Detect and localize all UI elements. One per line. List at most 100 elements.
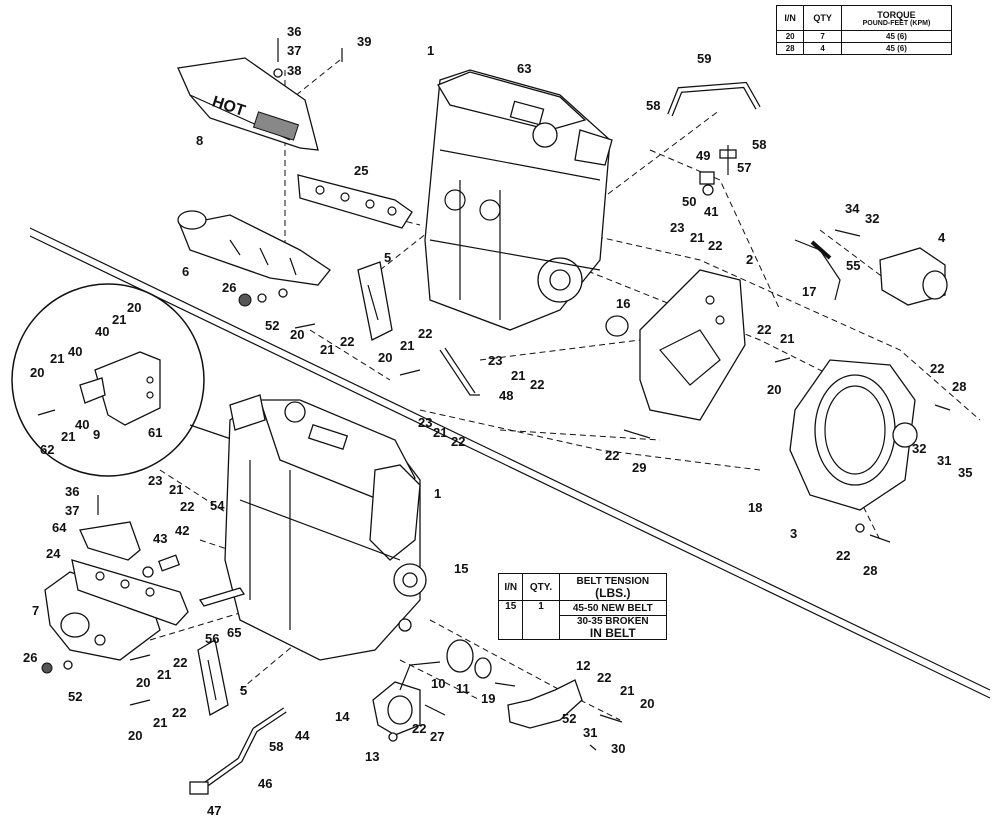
callout-label: 40	[95, 324, 109, 339]
callout-label: 21	[780, 331, 794, 346]
callout-label: 40	[75, 417, 89, 432]
torque-cell-value: 45 (6)	[840, 30, 953, 43]
belt-broken-line1: 30-35 BROKEN	[576, 616, 649, 627]
temperature-sensor	[142, 554, 181, 578]
callout-label: 21	[400, 338, 414, 353]
torque-header-main: TORQUE	[877, 9, 916, 20]
callout-label: 16	[616, 296, 630, 311]
torque-cell-value: 45 (6)	[840, 42, 953, 55]
callout-label: 3	[790, 526, 797, 541]
callout-label: 21	[620, 683, 634, 698]
callout-label: 28	[863, 563, 877, 578]
crank-pulley	[446, 639, 492, 679]
callout-label: 28	[952, 379, 966, 394]
oil-seal	[605, 315, 629, 337]
callout-label: 20	[30, 365, 44, 380]
callout-label: 29	[632, 460, 646, 475]
callout-label: 10	[431, 676, 445, 691]
engine-upper	[424, 69, 613, 331]
fasteners	[37, 38, 951, 751]
torque-spec-table: I/N QTY TORQUE POUND-FEET (KPM) 20 7 45 …	[775, 5, 953, 55]
belt-header-units: (LBS.)	[595, 585, 631, 600]
callout-label: 30	[611, 741, 625, 756]
mount-bracket-upper	[357, 261, 393, 341]
support-link	[198, 587, 246, 607]
callout-label: 61	[148, 425, 162, 440]
callout-label: 32	[912, 441, 926, 456]
heat-shield: HOT	[177, 57, 319, 151]
belt-tension-table: I/N QTY. BELT TENSION (LBS.) 15 1 45-50 …	[497, 573, 668, 640]
callout-label: 22	[836, 548, 850, 563]
callout-label: 19	[481, 691, 495, 706]
callout-label: 41	[704, 204, 718, 219]
callout-label: 38	[287, 63, 301, 78]
callout-label: 11	[456, 681, 470, 696]
callout-label: 9	[93, 427, 100, 442]
table-row: 28 4 45 (6)	[775, 42, 953, 55]
torque-cell-qty: 4	[803, 42, 842, 55]
exhaust-bracket	[79, 521, 141, 561]
torque-header-qty: QTY	[803, 5, 842, 31]
callout-label: 15	[454, 561, 468, 576]
callout-label: 54	[210, 498, 225, 513]
callout-label: 22	[418, 326, 432, 341]
callout-label: 31	[583, 725, 597, 740]
callout-label: 22	[412, 721, 426, 736]
callout-label: 23	[418, 415, 432, 430]
callout-label: 22	[530, 377, 544, 392]
section-divider	[29, 227, 991, 699]
belt-broken-line2: IN BELT	[589, 626, 636, 640]
belt-idler	[372, 661, 441, 742]
callout-label: 23	[148, 473, 162, 488]
callout-label: 58	[269, 739, 283, 754]
callout-label: 5	[240, 683, 247, 698]
pcv-valve-assembly	[699, 145, 737, 196]
callout-label: 5	[384, 250, 391, 265]
callout-label: 20	[290, 327, 304, 342]
callout-label: 14	[335, 709, 350, 724]
torque-header-in: I/N	[775, 5, 805, 31]
drain-hose	[189, 707, 287, 795]
callout-label: 21	[61, 429, 75, 444]
callout-label: 22	[340, 334, 354, 349]
callout-labels: 36 37 38 39 8 1 63 59 58 58 49 57 50 41 …	[23, 24, 972, 818]
callout-label: 4	[938, 230, 946, 245]
callout-label: 12	[576, 658, 590, 673]
callout-label: 22	[708, 238, 722, 253]
throttle-linkage	[439, 347, 480, 396]
belt-header-in: I/N	[497, 573, 524, 601]
torque-cell-qty: 7	[803, 30, 842, 43]
belt-cell-broken: 30-35 BROKEN IN BELT	[558, 615, 668, 640]
callout-label: 31	[937, 453, 951, 468]
callout-label: 24	[46, 546, 61, 561]
engine-lower	[224, 394, 427, 661]
callout-label: 21	[511, 368, 525, 383]
torque-cell-in: 28	[775, 42, 805, 55]
callout-label: 26	[222, 280, 236, 295]
callout-label: 23	[488, 353, 502, 368]
callout-label: 21	[153, 715, 167, 730]
callout-label: 59	[697, 51, 711, 66]
table-row: 30-35 BROKEN IN BELT	[499, 615, 668, 640]
callout-label: 64	[52, 520, 67, 535]
callout-label: 22	[173, 655, 187, 670]
callout-label: 36	[65, 484, 79, 499]
callout-label: 39	[357, 34, 371, 49]
starter-cables	[794, 239, 841, 301]
callout-label: 8	[196, 133, 203, 148]
callout-label: 52	[265, 318, 279, 333]
belt-header-tension: BELT TENSION (LBS.)	[558, 573, 668, 601]
callout-label: 20	[128, 728, 142, 743]
callout-label: 52	[562, 711, 576, 726]
callout-label: 40	[68, 344, 82, 359]
callout-label: 7	[32, 603, 39, 618]
callout-label: 22	[172, 705, 186, 720]
table-row: 15 1 45-50 NEW BELT	[497, 600, 668, 640]
callout-label: 22	[605, 448, 619, 463]
mount-bracket-lower	[197, 638, 229, 717]
callout-label: 13	[365, 749, 379, 764]
callout-label: 25	[354, 163, 368, 178]
callout-label: 21	[157, 667, 171, 682]
callout-label: 42	[175, 523, 189, 538]
